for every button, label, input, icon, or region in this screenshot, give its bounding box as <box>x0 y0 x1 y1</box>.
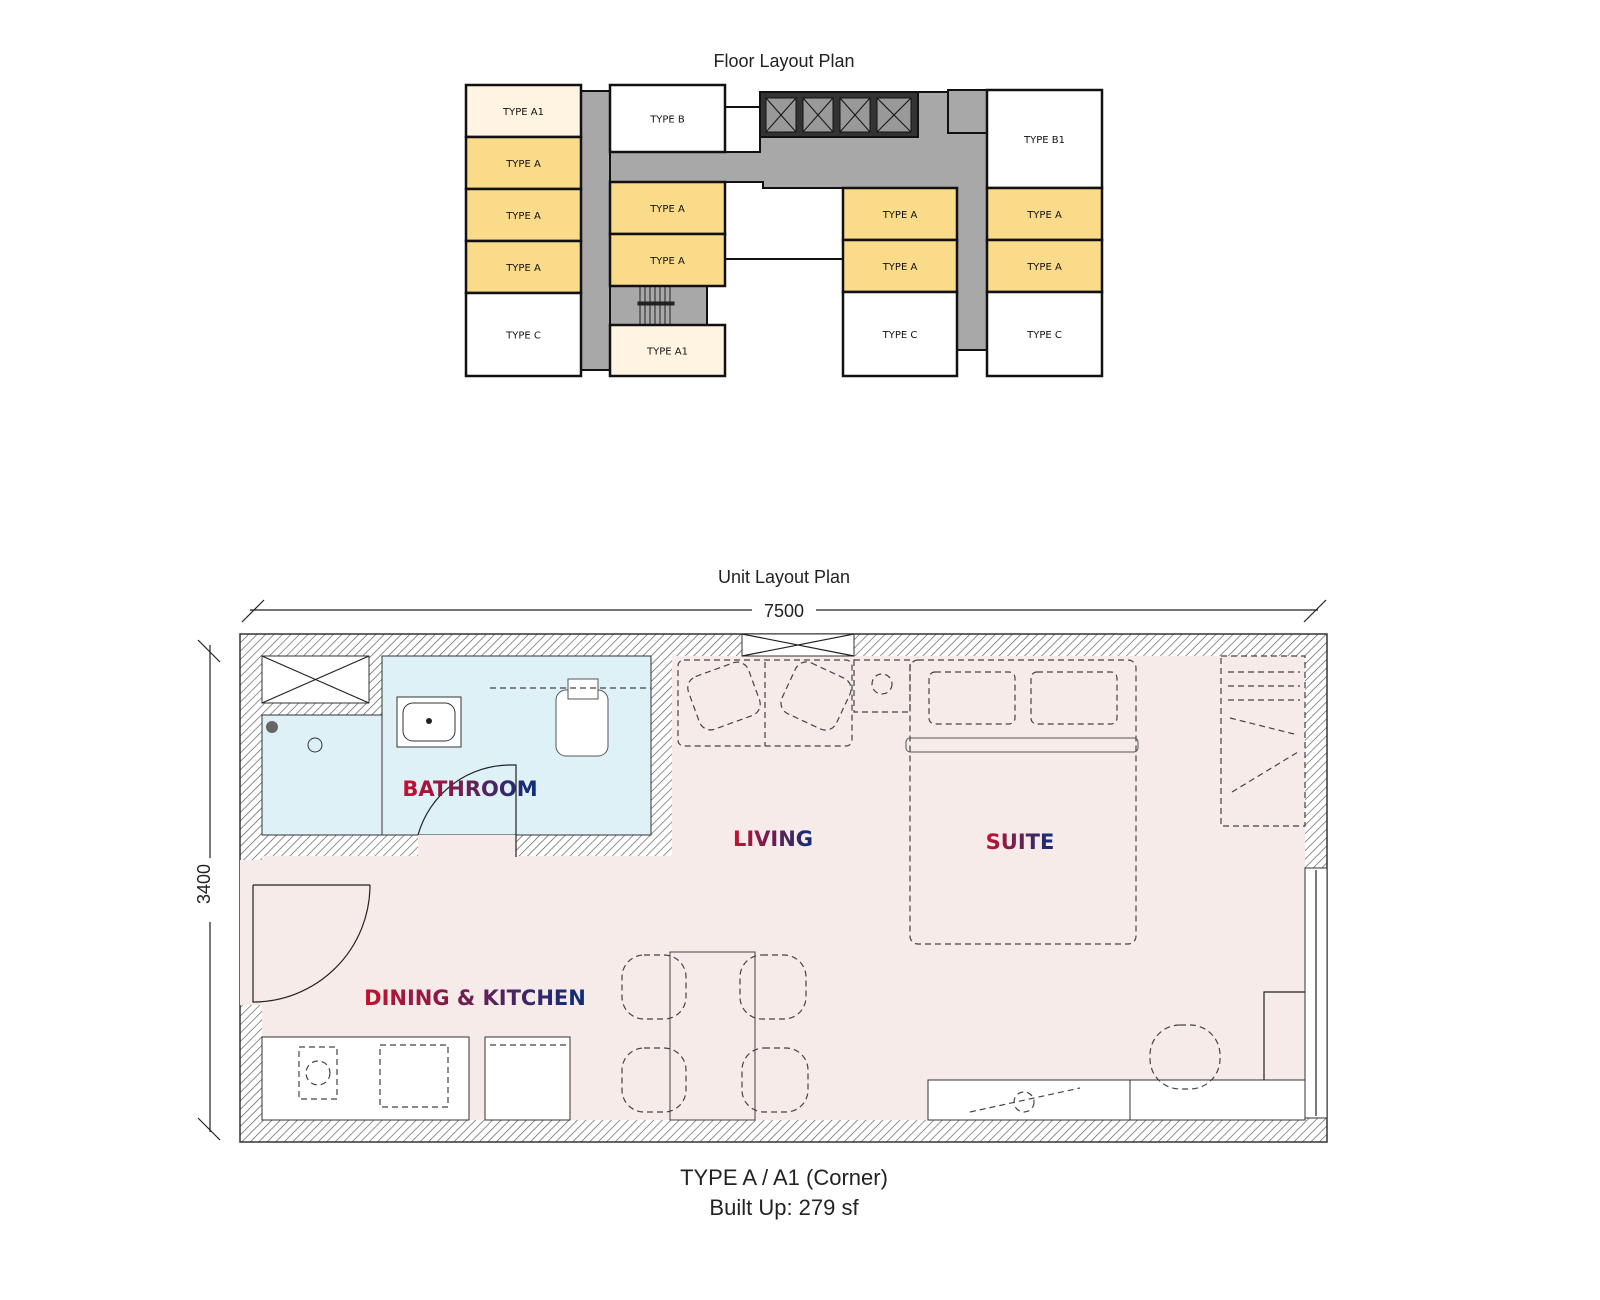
unit-label: TYPE C <box>505 331 541 342</box>
entrance-door <box>252 884 371 1003</box>
width-dimension: 7500 <box>241 599 1327 623</box>
unit-type-a: TYPE A <box>841 238 959 294</box>
unit-box <box>608 232 727 288</box>
unit-type-a: TYPE A <box>464 135 583 191</box>
unit-type-a: TYPE A <box>985 238 1104 294</box>
width-dimension-label: 7500 <box>764 601 804 621</box>
unit-plan-title: Unit Layout Plan <box>718 567 850 587</box>
unit-type-b: TYPE B <box>608 83 727 154</box>
wardrobe <box>1220 655 1306 827</box>
unit-label: TYPE A <box>882 262 918 273</box>
unit-label: TYPE A <box>882 210 918 221</box>
fridge <box>484 1036 571 1121</box>
unit-box <box>608 83 727 154</box>
unit-type-a1: TYPE A1 <box>608 323 727 378</box>
unit-type-a: TYPE A <box>608 232 727 288</box>
bathroom <box>261 655 672 857</box>
elevator-bank <box>759 91 919 138</box>
unit-label: TYPE A <box>1026 262 1062 273</box>
unit-box <box>841 290 959 378</box>
unit-box <box>464 239 583 295</box>
unit-type-b1: TYPE B1 <box>985 88 1104 190</box>
unit-label: TYPE A1 <box>502 107 544 118</box>
unit-box <box>464 135 583 191</box>
height-dimension-label: 3400 <box>194 864 214 904</box>
kitchen-counter <box>261 1036 571 1121</box>
unit-label: TYPE C <box>1026 330 1062 341</box>
floor-plan: TYPE A1 TYPE A TYPE A TYPE A TYPE C TYPE B TYP… <box>464 83 1104 378</box>
floor-plan-title: Floor Layout Plan <box>713 51 854 71</box>
unit-box <box>464 291 583 378</box>
unit-box <box>608 323 727 378</box>
unit-box <box>985 290 1104 378</box>
unit-plan: BATHROOM LIVING SUITE DINING & KITCHEN <box>239 633 1328 1143</box>
unit-type-a: TYPE A <box>464 187 583 243</box>
room-label-living: LIVING <box>733 827 813 851</box>
unit-type-a: TYPE A <box>985 186 1104 242</box>
unit-type-a1: TYPE A1 <box>464 83 583 139</box>
room-label-suite: SUITE <box>986 830 1055 854</box>
unit-box <box>608 180 727 236</box>
unit-box <box>841 186 959 242</box>
unit-type-c: TYPE C <box>841 290 959 378</box>
unit-label: TYPE B <box>649 115 685 126</box>
toilet-icon <box>555 689 609 757</box>
unit-label: TYPE A <box>649 204 685 215</box>
unit-label: TYPE B1 <box>1023 135 1065 146</box>
unit-type-c: TYPE C <box>464 291 583 378</box>
bathroom-door <box>417 764 517 857</box>
unit-label: TYPE A <box>1026 210 1062 221</box>
unit-box <box>985 88 1104 190</box>
room-label-dining-kitchen: DINING & KITCHEN <box>364 986 586 1010</box>
unit-type-a: TYPE A <box>608 180 727 236</box>
sink-icon <box>379 1044 449 1108</box>
unit-type-a: TYPE A <box>841 186 959 242</box>
shower-icon <box>307 737 323 753</box>
built-up-area: Built Up: 279 sf <box>709 1195 859 1220</box>
dining-table <box>621 951 809 1121</box>
height-dimension: 3400 <box>194 639 221 1141</box>
unit-label: TYPE A <box>649 256 685 267</box>
unit-label: TYPE A <box>505 159 541 170</box>
unit-label: TYPE A1 <box>646 347 688 358</box>
room-label-bathroom: BATHROOM <box>402 777 537 801</box>
unit-type-a: TYPE A <box>464 239 583 295</box>
unit-label: TYPE A <box>505 211 541 222</box>
bed <box>905 659 1139 945</box>
unit-type-caption: TYPE A / A1 (Corner) <box>680 1165 888 1190</box>
floor-drain-icon <box>266 721 278 733</box>
unit-label: TYPE C <box>882 330 918 341</box>
unit-box <box>464 187 583 243</box>
unit-box <box>985 238 1104 294</box>
study-desk <box>927 991 1306 1121</box>
unit-label: TYPE A <box>505 263 541 274</box>
unit-type-c: TYPE C <box>985 290 1104 378</box>
